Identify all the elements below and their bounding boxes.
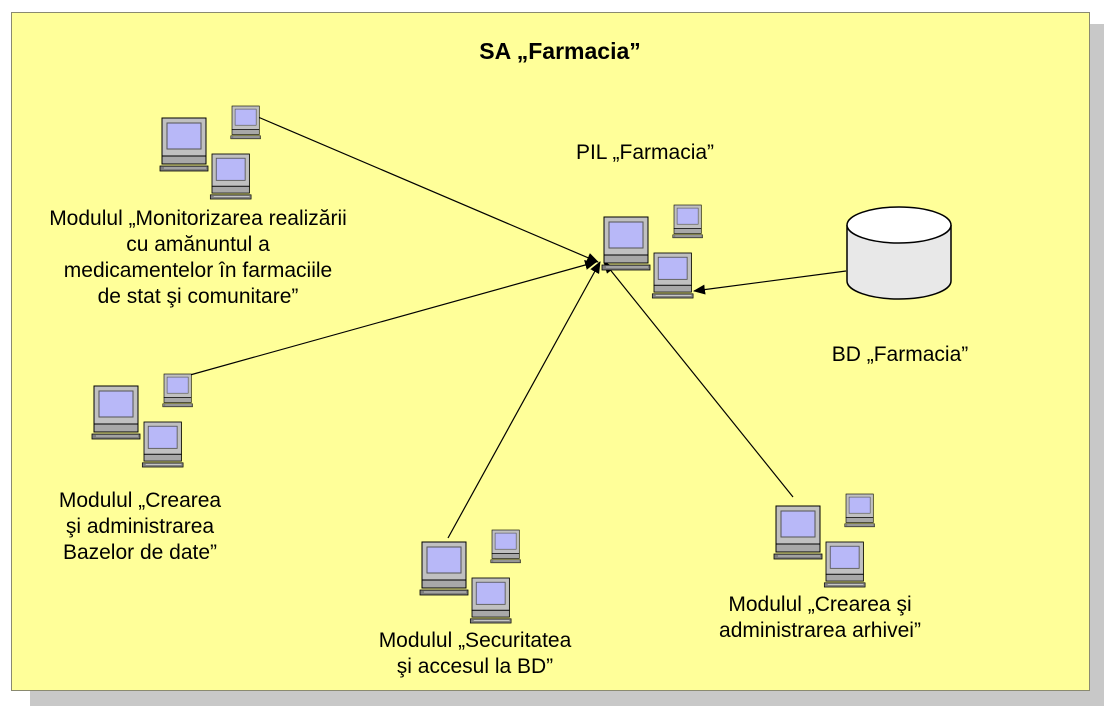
hub-label: PIL „Farmacia”	[575, 141, 715, 164]
module-monitoring-label: Modulul „Monitorizarea realizării cu amă…	[49, 207, 347, 308]
connector-security	[447, 261, 601, 539]
connector-archive	[603, 261, 794, 498]
database-label: BD „Farmacia”	[831, 343, 969, 366]
computer-group-archive	[773, 493, 875, 588]
module-databases-label: Modulul „Crearea şi administrarea Bazelo…	[58, 489, 222, 564]
computer-group-security	[419, 529, 521, 624]
connector-database	[693, 270, 847, 295]
diagram-title: SA „Farmacia”	[479, 38, 641, 64]
connector-databases	[189, 260, 597, 376]
database-cylinder-icon	[846, 206, 952, 300]
module-archive-label: Modulul „Crearea şi administrarea arhive…	[719, 593, 921, 642]
connector-monitoring	[257, 116, 599, 263]
computer-group-hub	[601, 204, 703, 299]
computer-group-monitoring	[159, 105, 261, 200]
module-security-label: Modulul „Securitatea şi accesul la BD”	[378, 629, 572, 678]
computer-group-databases	[91, 373, 193, 468]
